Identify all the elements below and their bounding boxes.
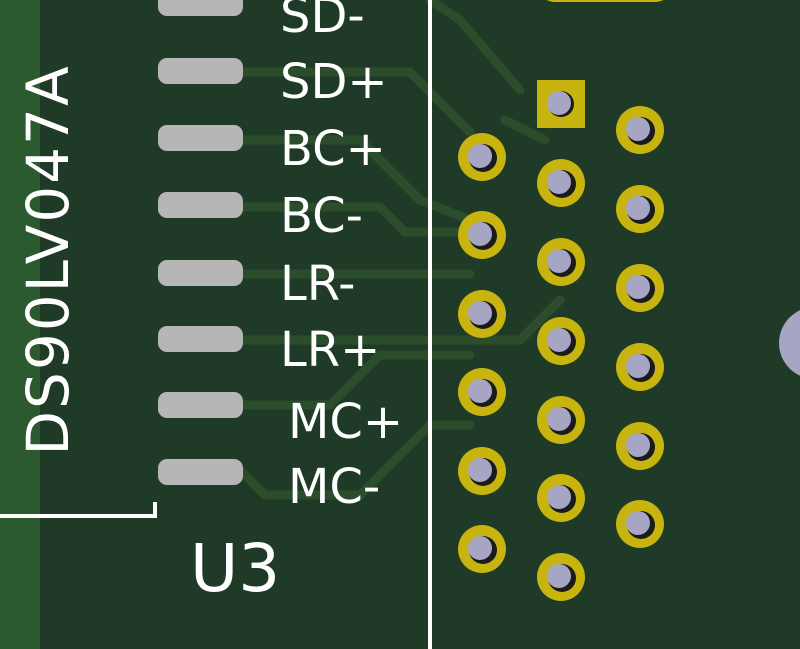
pin-label-bc-plus: BC+	[280, 121, 386, 177]
tht-pad	[458, 447, 506, 495]
tht-pad	[458, 368, 506, 416]
pin-label-mc-plus: MC+	[288, 394, 404, 450]
smd-pad	[158, 260, 243, 286]
tht-pad	[616, 500, 664, 548]
tht-pad	[458, 211, 506, 259]
tht-pad	[537, 553, 585, 601]
tht-pad	[458, 525, 506, 573]
smd-pad	[158, 326, 243, 352]
pin-label-sd-minus: SD-	[280, 0, 365, 44]
copper-traces	[235, 0, 565, 500]
tht-pad	[616, 343, 664, 391]
tht-pad	[537, 159, 585, 207]
smd-pad	[158, 0, 243, 16]
ic-outline	[0, 502, 157, 518]
partial-pad	[546, 0, 664, 2]
tht-pad	[537, 238, 585, 286]
pin-label-lr-plus: LR+	[280, 322, 381, 378]
smd-pad	[158, 459, 243, 485]
ic-part-number: DS90LV047A	[14, 64, 82, 456]
smd-pad	[158, 392, 243, 418]
tht-pad	[537, 317, 585, 365]
pin-label-sd-plus: SD+	[280, 54, 388, 110]
connector-pads	[458, 106, 664, 601]
reference-designator: U3	[190, 530, 281, 607]
smd-pad	[158, 125, 243, 151]
tht-pad	[616, 264, 664, 312]
smd-pads	[158, 0, 243, 485]
tht-pad	[458, 290, 506, 338]
pin-label-mc-minus: MC-	[288, 459, 381, 515]
mounting-hole	[779, 310, 800, 376]
smd-pad	[158, 58, 243, 84]
pin-label-bc-minus: BC-	[280, 188, 363, 244]
drill-hole	[547, 91, 571, 115]
pin-label-lr-minus: LR-	[280, 256, 356, 312]
tht-pad	[458, 133, 506, 181]
tht-pad	[616, 185, 664, 233]
tht-pad	[537, 396, 585, 444]
tht-pad	[616, 422, 664, 470]
copper-fill-strip	[0, 0, 40, 649]
tht-pad	[537, 474, 585, 522]
tht-pad	[616, 106, 664, 154]
smd-pad	[158, 192, 243, 218]
